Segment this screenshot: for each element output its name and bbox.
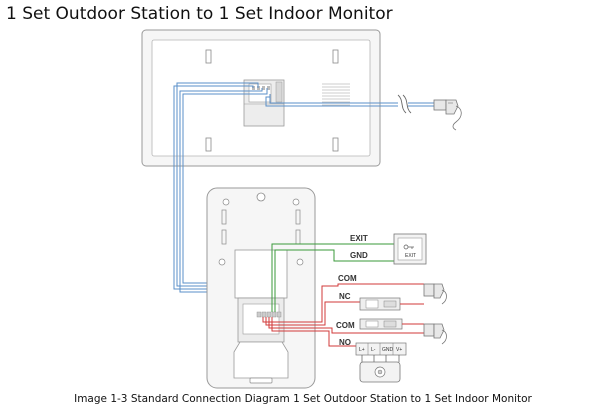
page-title: 1 Set Outdoor Station to 1 Set Indoor Mo… — [6, 4, 393, 24]
diagram-caption: Image 1-3 Standard Connection Diagram 1 … — [74, 393, 532, 405]
lock-wires — [262, 283, 400, 347]
lock-no — [359, 318, 403, 330]
exit-button-text: EXIT — [405, 253, 416, 259]
terminal-wires — [361, 355, 400, 362]
speaker-grille — [322, 83, 350, 106]
indoor-monitor — [141, 29, 381, 167]
indoor-power-wire — [265, 94, 398, 107]
nc-label: NC — [339, 292, 351, 301]
exit-button: EXIT — [393, 233, 427, 265]
terminal-label: L+ — [359, 347, 365, 353]
access-controller — [359, 361, 401, 383]
terminal-label: V+ — [396, 347, 402, 353]
no-label: NO — [339, 338, 351, 347]
wire-break-mark — [397, 94, 412, 114]
outdoor-station — [206, 187, 316, 389]
power-adapter-icon — [433, 99, 462, 131]
terminal-label: L- — [371, 347, 376, 353]
com-label-1: COM — [338, 274, 357, 283]
terminal-block: L+ L- GND V+ — [355, 342, 407, 356]
terminal-label: GND — [382, 347, 394, 353]
lock-nc — [359, 297, 401, 311]
door-key-icon — [403, 244, 414, 250]
gnd-label: GND — [350, 251, 368, 260]
lock-power-adapter-icon-1 — [423, 283, 447, 305]
lock-power-adapter-icon-2 — [423, 323, 447, 345]
exit-label: EXIT — [350, 234, 368, 243]
com-label-2: COM — [336, 321, 355, 330]
